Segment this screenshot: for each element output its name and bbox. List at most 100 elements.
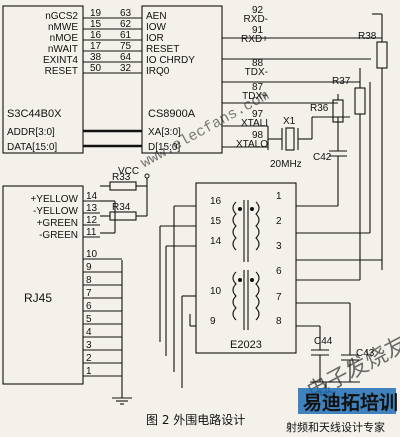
rj45-led-pin-label: -GREEN [39,230,78,241]
resistor-r38: R38 [358,13,388,270]
rj45-pin-number: 5 [86,314,92,325]
capacitor-c44: C44 [311,336,333,382]
s3c44b0x-chip: S3C44B0X ADDR[3:0] DATA[15:0] nGCS2 19 nMW… [2,5,142,154]
e2023-right-pin-number: 7 [276,292,282,303]
rj45-pin-number: 10 [86,249,98,260]
crystal-ref: X1 [283,116,296,127]
mcu-pin-number: 50 [90,63,102,74]
cs8900a-body [141,5,223,154]
cs8900a-pin-number: 75 [120,41,132,52]
cs8900a-pin-number: 32 [120,63,132,74]
mcu-pin-number: 16 [90,30,102,41]
mcu-pin-number: 38 [90,52,102,63]
stamp-subtitle: 射频和天线设计专家 [286,420,385,434]
c44-label: C44 [314,336,333,347]
resistor-r34: R34 [100,202,137,221]
stamp-text: 易迪拓培训 [303,391,398,414]
c43-label: C43 [356,348,375,359]
e2023-right-pin-number: 1 [276,191,282,202]
rj45-pin-number: 7 [86,288,92,299]
rj45-pin-number: 2 [86,353,92,364]
rj45-pin-number: 6 [86,301,92,312]
mcu-pin-label: nGCS2 [45,11,78,22]
crystal-x1: X1 20MHz [267,116,350,170]
r36-label: R36 [310,103,329,114]
cs8900a-right-pin-label: XTALI [241,118,268,129]
cs8900a-right-pin-number: 98 [252,130,264,141]
r38-label: R38 [358,31,377,42]
cs8900a-pin-label: IRQ0 [146,66,170,77]
capacitor-c42: C42 [313,117,347,186]
rj45-led-pin-number: 13 [86,203,98,214]
stamp-banner [298,388,396,414]
cs8900a-pin-label: RESET [146,44,179,55]
e2023-body [195,182,297,354]
cs8900a-right-pin-label: RXD- [244,14,268,25]
s3c44b0x-data-label: DATA[15:0] [7,142,57,153]
cs8900a-right-pin-label: TDX+ [242,91,268,102]
cs8900a-right-pin-number: 87 [252,82,264,93]
cs8900a-d-label: D[15:0] [148,142,180,153]
s3c44b0x-body [2,5,84,154]
rj45-led-pin-number: 12 [86,215,98,226]
rj45-pin-number: 3 [86,340,92,351]
resistor-r33: R33 [100,172,137,191]
cs8900a-pin-label: IO CHRDY [146,55,195,66]
capacitor-c43: C43 [341,340,375,382]
mcu-pin-label: nMOE [50,33,79,44]
mcu-pin-number: 17 [90,41,102,52]
r33-label: R33 [112,172,131,183]
cs8900a-pin-number: 62 [120,19,132,30]
cs8900a-right-pin-label: TDX- [245,67,268,78]
rj45-led-pin-label: +GREEN [37,218,78,229]
e2023-right-pin-number: 8 [276,316,282,327]
s3c44b0x-name: S3C44B0X [7,108,62,120]
cs8900a-pin-number: 61 [120,30,132,41]
mcu-pin-label: nMWE [48,22,78,33]
cs8900a-pin-label: AEN [146,11,167,22]
cs8900a-right-pin-label: XTALO [236,139,268,150]
rj45-led-pin-label: -YELLOW [33,206,79,217]
e2023-left-pin-number: 15 [210,216,222,227]
cs8900a-pin-label: IOR [146,33,164,44]
c42-label: C42 [313,152,332,163]
cs8900a-right-pin-label: RXD+ [241,34,268,45]
e2023-left-pin-number: 9 [210,316,216,327]
rj45-led-pin-number: 11 [86,227,97,238]
s3c44b0x-addr-label: ADDR[3:0] [7,127,55,138]
rj45-pin-number: 1 [86,366,92,377]
cs8900a-name: CS8900A [148,108,196,120]
crystal-freq: 20MHz [270,159,302,170]
mcu-pin-number: 15 [90,19,102,30]
rj45-name: RJ45 [24,291,52,305]
rj45-pin-number: 8 [86,275,92,286]
e2023-right-pin-number: 2 [276,216,282,227]
cs8900a-pin-number: 64 [120,52,132,63]
rj45-led-pin-number: 14 [86,191,98,202]
rj45-pin-number: 4 [86,327,92,338]
e2023-left-pin-number: 10 [210,286,222,297]
cs8900a-right-pin-number: 88 [252,58,264,69]
interconnect-wires [159,37,382,388]
vcc-rail: VCC [118,166,150,217]
cs8900a-pin-number: 63 [120,8,132,19]
cs8900a-right-pin-number: 91 [252,25,264,36]
cs8900a-right-pin-number: 97 [252,109,264,120]
mcu-pin-label: RESET [45,66,78,77]
mcu-pin-label: nWAIT [48,44,78,55]
e2023-right-pin-number: 6 [276,266,282,277]
figure-caption: 图 2 外围电路设计 [146,412,245,427]
mcu-pin-number: 19 [90,8,102,19]
e2023-name: E2023 [230,339,262,351]
e2023-left-pin-number: 14 [210,236,222,247]
